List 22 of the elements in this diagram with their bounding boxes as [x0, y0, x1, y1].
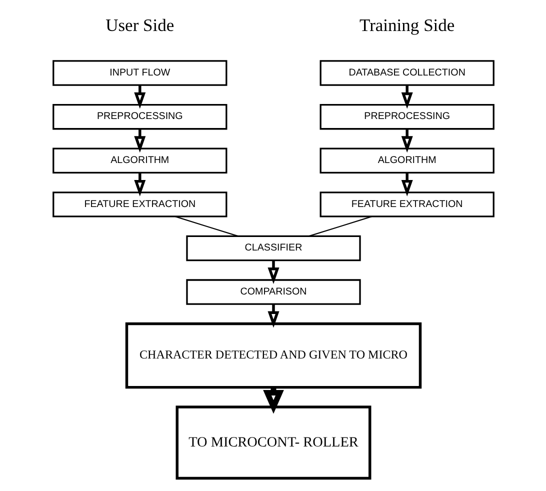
arrow [267, 260, 279, 284]
arrow [134, 85, 146, 109]
node-box: TO MICROCONT- ROLLER [175, 406, 371, 480]
node-box: FEATURE EXTRACTION [52, 192, 227, 218]
node-box: FEATURE EXTRACTION [319, 192, 494, 218]
node-box: PREPROCESSING [52, 104, 227, 130]
label: User Side [105, 15, 174, 36]
node-box: ALGORITHM [319, 148, 494, 174]
node-box: DATABASE COLLECTION [319, 60, 494, 86]
arrow [400, 173, 412, 196]
connector [308, 216, 372, 237]
connector [174, 216, 238, 237]
arrow [134, 173, 146, 196]
node-box: ALGORITHM [52, 148, 227, 174]
node-box: COMPARISON [186, 279, 360, 305]
label: Training Side [358, 15, 454, 36]
arrow [267, 304, 279, 328]
node-box: PREPROCESSING [319, 104, 494, 130]
node-box: CLASSIFIER [186, 235, 360, 262]
arrow [400, 85, 412, 109]
node-box: INPUT FLOW [52, 60, 227, 86]
node-box: CHARACTER DETECTED AND GIVEN TO MICRO [124, 322, 422, 389]
